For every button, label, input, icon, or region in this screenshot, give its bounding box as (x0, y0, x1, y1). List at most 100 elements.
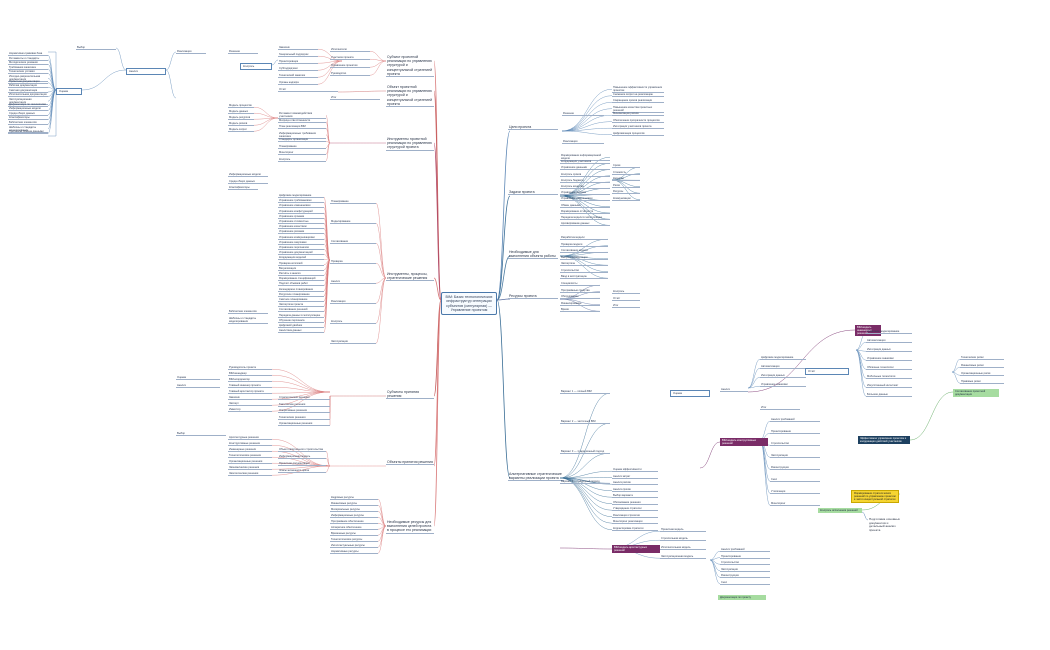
strategy-node[interactable]: Анализ (720, 388, 748, 393)
resource-item-node[interactable]: Программные средства (560, 289, 600, 293)
process-group-node[interactable]: Эксплуатация (330, 340, 376, 345)
strategy-box[interactable]: Оценка (670, 390, 710, 398)
callout-green-2[interactable]: Контроль исполнения решений (818, 508, 862, 514)
decision-maker-node[interactable]: Заказчик (228, 396, 272, 401)
branch-resources[interactable]: Ресурсы проекта (508, 294, 558, 300)
side-node[interactable]: Решение (228, 50, 258, 55)
central-topic[interactable]: BIM: Базис технологических инфраструктур… (441, 292, 497, 316)
process-node[interactable]: Подсчёт объёмов работ (278, 282, 324, 287)
role-node[interactable]: Исполнители (330, 48, 370, 53)
side-node[interactable]: Реализация (176, 50, 206, 55)
lifecycle-node[interactable]: Анализ требований (770, 418, 820, 423)
decision-maker-node[interactable]: Инвестор (228, 408, 272, 413)
resource-node[interactable]: Финансовые ресурсы (330, 502, 378, 507)
document-item[interactable]: Исходно-разрешительная документация (8, 75, 48, 83)
process-node[interactable]: Управление изменениями (278, 204, 324, 209)
branch-needed-resources[interactable]: Необходимые ресурсы для выполнения целей… (386, 520, 434, 534)
resource-node[interactable]: Временные ресурсы (330, 532, 378, 537)
process-group-node[interactable]: Анализ (330, 280, 376, 285)
decision-maker-node[interactable]: Руководитель проекта (228, 366, 272, 371)
decision-maker-node[interactable]: Главный архитектор проекта (228, 390, 272, 395)
lifecycle-detail-node[interactable]: Анализ требований (720, 548, 770, 553)
decision-maker-node[interactable]: Эксперт (228, 402, 272, 407)
lifecycle-node[interactable]: Строительство (770, 442, 820, 447)
document-item[interactable]: Исполнительная документация (8, 93, 48, 98)
task-node[interactable]: Формирование отчётности (560, 210, 610, 214)
process-node[interactable]: Координация моделей (278, 256, 324, 261)
process-node[interactable]: Экспертиза проекта (278, 303, 324, 308)
process-group-node[interactable]: Реализация (330, 300, 376, 305)
resource-item-node[interactable]: Специалисты (560, 282, 600, 287)
work-node[interactable]: Выпуск документации (560, 256, 608, 260)
process-side-node[interactable]: Шаблоны и стандарты моделирования (228, 317, 268, 325)
risk-node[interactable]: Финансовые риски (960, 364, 1004, 369)
instrument-node[interactable]: Матрица ответственности (278, 119, 326, 123)
technology-node[interactable]: Интеграция данных (760, 374, 806, 379)
decision-object-node[interactable]: Конструктивные решения (228, 442, 272, 447)
model-stage-node[interactable]: Строительная модель (660, 537, 706, 542)
decision-object-node[interactable]: Экономические решения (228, 466, 272, 471)
instrument-node[interactable]: Информационные требования заказчика (278, 132, 326, 139)
work-node[interactable]: Разработка модели (560, 236, 608, 241)
task-detail-node[interactable]: Риски (612, 184, 640, 188)
technology-node[interactable]: Мобильные технологии (866, 375, 912, 380)
instrument-node[interactable]: План реализации BIM (278, 125, 326, 130)
task-detail-node[interactable]: Сроки (612, 164, 640, 169)
process-group-node[interactable]: Планирование (330, 200, 376, 205)
process-node[interactable]: Ресурсное планирование (278, 293, 324, 297)
technology-node[interactable]: Большие данные (866, 393, 912, 398)
instrument-node[interactable]: Контроль (278, 158, 326, 162)
callout-purple-3[interactable]: BIM-модель инженерных решений (855, 325, 881, 337)
risk-node[interactable]: Технические риски (960, 356, 1004, 361)
strategy-step-node[interactable]: Анализ сроков (612, 488, 658, 492)
decision-type-node[interactable]: Оперативные решения (278, 409, 330, 414)
document-item[interactable]: Эксплуатационная документация (8, 98, 48, 106)
participant-node[interactable]: Технический заказчик (278, 74, 318, 79)
document-item[interactable]: Документация по технологиям (8, 103, 48, 107)
document-group-node[interactable]: Оценка (56, 88, 82, 96)
process-group-node[interactable]: Моделирование (330, 220, 376, 225)
document-item[interactable]: Нормативно-правовая база (8, 52, 48, 57)
alternative-node[interactable]: Вариант 3 — традиционный подход (560, 450, 610, 455)
resource-node[interactable]: Аппаратное обеспечение (330, 526, 378, 531)
work-node[interactable]: Строительство (560, 269, 608, 273)
goal-node[interactable]: Минимизация рисков (612, 112, 664, 117)
lifecycle-node[interactable]: Реконструкция (770, 466, 820, 471)
callout-navy[interactable]: Эффективное управление проектом и коорди… (858, 436, 910, 445)
instrument-node[interactable]: Стандарты организации (278, 138, 326, 143)
object-note[interactable]: Итог (330, 96, 380, 101)
task-node[interactable]: Контроль сроков (560, 173, 610, 177)
participant-node[interactable]: Генеральный подрядчик (278, 53, 318, 58)
resource-detail-node[interactable]: Итог (612, 304, 640, 309)
goal-node[interactable]: Повышение эффективности управления проек… (612, 86, 664, 94)
model-node[interactable]: Модель данных (228, 110, 254, 115)
decision-note[interactable]: Оценка (176, 376, 220, 381)
lifecycle-detail-node[interactable]: Реконструкция (720, 574, 770, 579)
instrument-node[interactable]: Регламент взаимодействия участников (278, 112, 326, 120)
process-node[interactable]: Расчёты и анализ (278, 272, 324, 277)
document-item[interactable]: Методические указания (8, 61, 48, 66)
model-node[interactable]: Модель ресурсов (228, 116, 254, 121)
technology-node[interactable]: Автоматизация (866, 339, 912, 344)
role-node[interactable]: Участники проекта (330, 56, 370, 61)
task-detail-node[interactable]: Стоимость (612, 171, 640, 175)
branch-works[interactable]: Необходимые для выполнения объекта работ… (508, 250, 558, 260)
strategy-step-node[interactable]: Мониторинг реализации (612, 520, 658, 525)
strategy-step-node[interactable]: Утверждение стратегии (612, 507, 658, 512)
strategy-step-node[interactable]: Анализ рисков (612, 481, 658, 486)
process-side-node[interactable]: Библиотеки элементов (228, 310, 268, 315)
lifecycle-node[interactable]: Утилизация (770, 490, 820, 495)
risk-node[interactable]: Организационные риски (960, 372, 1004, 377)
goal-group-node[interactable]: Решение (562, 112, 604, 117)
branch-subject[interactable]: Субъект проектной реализации по управлен… (386, 55, 434, 78)
document-item[interactable]: Сметная документация (8, 89, 48, 93)
technology-node[interactable]: Облачные технологии (866, 366, 912, 371)
resource-node[interactable]: Материальные ресурсы (330, 508, 378, 513)
role-node[interactable]: Управление проектом (330, 64, 370, 69)
decision-object-node[interactable]: Организационные решения (228, 460, 272, 465)
resource-node[interactable]: Информационные ресурсы (330, 514, 378, 519)
model-node[interactable]: Модель затрат (228, 128, 254, 133)
lifecycle-node[interactable]: Снос (770, 478, 820, 483)
document-item[interactable]: Рабочая документация (8, 84, 48, 89)
task-node[interactable]: Контроль качества (560, 185, 610, 190)
